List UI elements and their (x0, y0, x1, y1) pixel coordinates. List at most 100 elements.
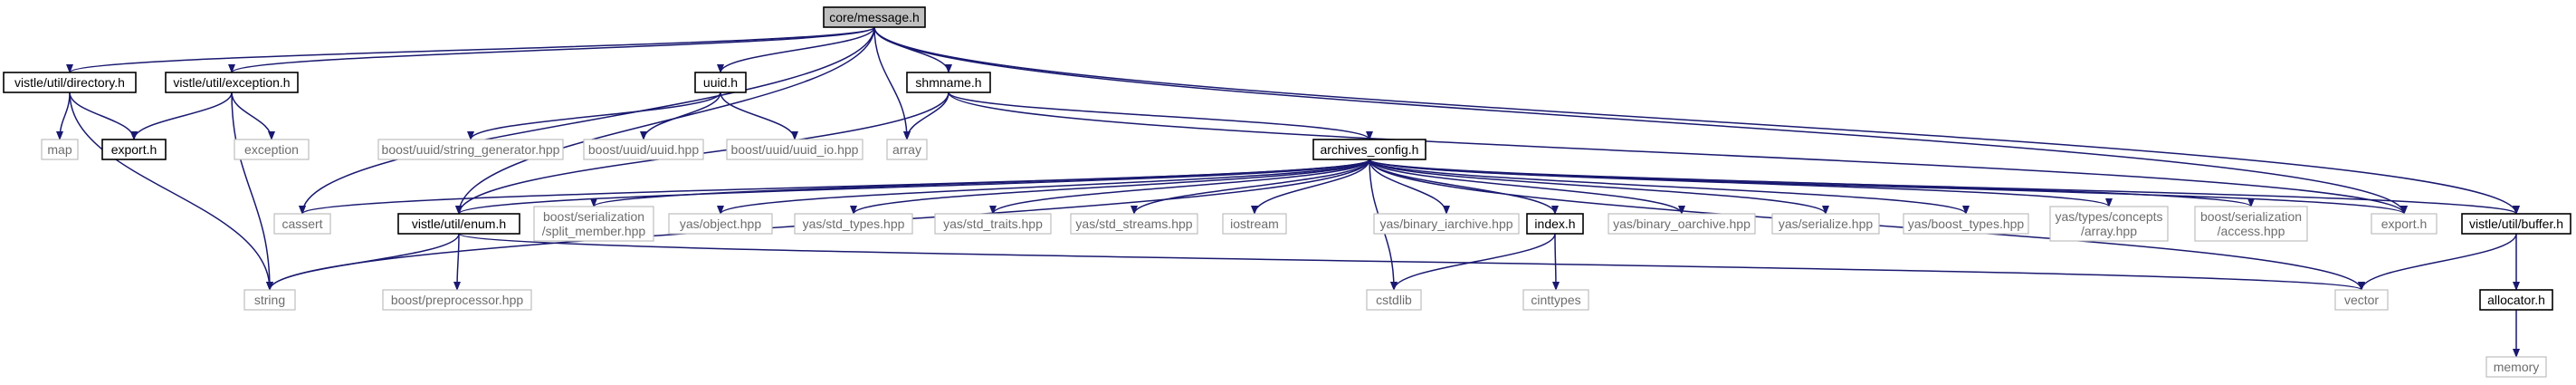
node-box-enum-h (397, 213, 520, 235)
edge-shmname-h-to-array (903, 91, 949, 140)
node-yas-binary-oarchive: yas/binary_oarchive.hpp (1608, 213, 1756, 235)
node-box-access-hpp (2194, 206, 2308, 242)
node-label-yas-object: yas/object.hpp (680, 217, 761, 231)
node-uuid-hpp: boost/uuid/uuid.hpp (583, 139, 704, 160)
node-string-generator: boost/uuid/string_generator.hpp (377, 139, 564, 160)
node-box-memory (2485, 356, 2547, 378)
node-box-shmname-h (906, 72, 991, 93)
node-box-exception-h (165, 72, 299, 93)
node-box-yas-boost-types (1903, 213, 2029, 235)
edge-archives-config-to-split-member (590, 159, 1370, 207)
node-box-split-member (533, 206, 654, 242)
node-memory: memory (2485, 356, 2547, 378)
node-message-h[interactable]: core/message.h (823, 6, 926, 28)
node-box-export-h-core (2371, 213, 2438, 235)
node-iostream: iostream (1222, 213, 1287, 235)
node-label-uuid-h: uuid.h (703, 75, 738, 90)
node-map: map (41, 139, 79, 160)
node-label-yas-boost-types: yas/boost_types.hpp (1908, 217, 2025, 231)
node-label-iostream: iostream (1230, 217, 1279, 231)
node-enum-h[interactable]: vistle/util/enum.h (397, 213, 520, 235)
node-box-cassert (273, 213, 331, 235)
edge-directory-h-to-map (56, 91, 71, 140)
node-label-message-h: core/message.h (829, 10, 920, 24)
node-cassert: cassert (273, 213, 331, 235)
edge-shmname-h-to-archives-config (948, 91, 1373, 140)
edge-message-h-to-shmname-h (873, 26, 952, 73)
node-buffer-h[interactable]: vistle/util/buffer.h (2461, 213, 2571, 235)
node-split-member: boost/serialization/split_member.hpp (533, 206, 654, 242)
edge-message-h-to-buffer-h (873, 26, 2520, 215)
node-label-export-h-core: export.h (2381, 217, 2428, 231)
edge-message-h-to-uuid-h (717, 26, 875, 73)
node-box-uuid-h (694, 72, 747, 93)
node-box-exception-std (234, 139, 310, 160)
edge-index-h-to-cstdlib (1390, 233, 1556, 291)
node-box-cinttypes (1522, 289, 1589, 311)
node-allocator-h[interactable]: allocator.h (2479, 289, 2553, 311)
edge-message-h-to-directory-h (66, 26, 875, 73)
node-box-yas-std-traits (934, 213, 1052, 235)
node-label-preprocessor: boost/preprocessor.hpp (391, 293, 524, 307)
edge-enum-h-to-vector (458, 233, 2365, 291)
edge-message-h-to-export-h-core (873, 26, 2408, 215)
edge-archives-config-to-yas-binary-oarchive (1369, 159, 1685, 215)
node-box-iostream (1222, 213, 1287, 235)
node-export-h-util[interactable]: export.h (101, 139, 167, 160)
edge-archives-config-to-yas-std-types (850, 159, 1370, 215)
node-box-buffer-h (2461, 213, 2571, 235)
node-label-access-hpp: boost/serialization/access.hpp (2200, 209, 2302, 238)
node-label-yas-binary-oarchive: yas/binary_oarchive.hpp (1613, 217, 1751, 231)
nodes: core/message.h vistle/util/directory.h vis… (3, 6, 2571, 378)
node-label-index-h: index.h (1534, 217, 1575, 231)
edge-uuid-h-to-uuid-hpp (640, 91, 721, 140)
node-label-export-h-util: export.h (111, 142, 157, 157)
node-shmname-h[interactable]: shmname.h (906, 72, 991, 93)
node-label-archives-config: archives_config.h (1321, 142, 1419, 157)
edge-message-h-to-exception-h (228, 26, 875, 73)
node-yas-std-types: yas/std_types.hpp (794, 213, 913, 235)
node-label-cstdlib: cstdlib (1376, 293, 1412, 307)
node-label-uuid-io: boost/uuid/uuid_io.hpp (731, 142, 859, 157)
node-index-h[interactable]: index.h (1526, 213, 1584, 235)
node-label-yas-std-traits: yas/std_traits.hpp (943, 217, 1043, 231)
node-label-uuid-hpp: boost/uuid/uuid.hpp (588, 142, 699, 157)
node-label-exception-std: exception (244, 142, 299, 157)
edge-exception-h-to-exception-std (231, 91, 275, 140)
node-directory-h[interactable]: vistle/util/directory.h (3, 72, 137, 93)
node-exception-h[interactable]: vistle/util/exception.h (165, 72, 299, 93)
edge-uuid-h-to-string-generator (467, 91, 721, 140)
edge-archives-config-to-iostream (1251, 159, 1370, 215)
edge-message-h-to-cassert (299, 26, 875, 215)
edge-exception-h-to-string (231, 91, 273, 291)
node-yas-object: yas/object.hpp (668, 213, 773, 235)
node-box-array (886, 139, 928, 160)
node-box-yas-std-types (794, 213, 913, 235)
node-yas-binary-iarchive: yas/binary_iarchive.hpp (1373, 213, 1520, 235)
node-label-directory-h: vistle/util/directory.h (14, 75, 125, 90)
edge-buffer-h-to-vector (2358, 233, 2517, 291)
node-label-buffer-h: vistle/util/buffer.h (2469, 217, 2563, 231)
node-uuid-io: boost/uuid/uuid_io.hpp (726, 139, 863, 160)
node-uuid-h[interactable]: uuid.h (694, 72, 747, 93)
node-string: string (243, 289, 296, 311)
node-box-yas-binary-oarchive (1608, 213, 1756, 235)
edge-directory-h-to-string (69, 91, 273, 291)
node-box-archives-config (1312, 139, 1426, 160)
node-label-split-member: boost/serialization/split_member.hpp (542, 209, 646, 238)
node-box-directory-h (3, 72, 137, 93)
node-label-allocator-h: allocator.h (2487, 293, 2545, 307)
node-box-vector (2334, 289, 2389, 311)
edge-shmname-h-to-export-h-core (948, 91, 2408, 215)
node-box-preprocessor (382, 289, 532, 311)
node-archives-config[interactable]: archives_config.h (1312, 139, 1426, 160)
node-box-message-h (823, 6, 926, 28)
edge-index-h-to-cinttypes (1551, 233, 1560, 291)
node-yas-std-streams: yas/std_streams.hpp (1070, 213, 1198, 235)
node-access-hpp: boost/serialization/access.hpp (2194, 206, 2308, 242)
node-label-yas-binary-iarchive: yas/binary_iarchive.hpp (1379, 217, 1512, 231)
node-box-export-h-util (101, 139, 167, 160)
node-label-enum-h: vistle/util/enum.h (412, 217, 506, 231)
node-label-shmname-h: shmname.h (915, 75, 981, 90)
node-label-cassert: cassert (281, 217, 322, 231)
